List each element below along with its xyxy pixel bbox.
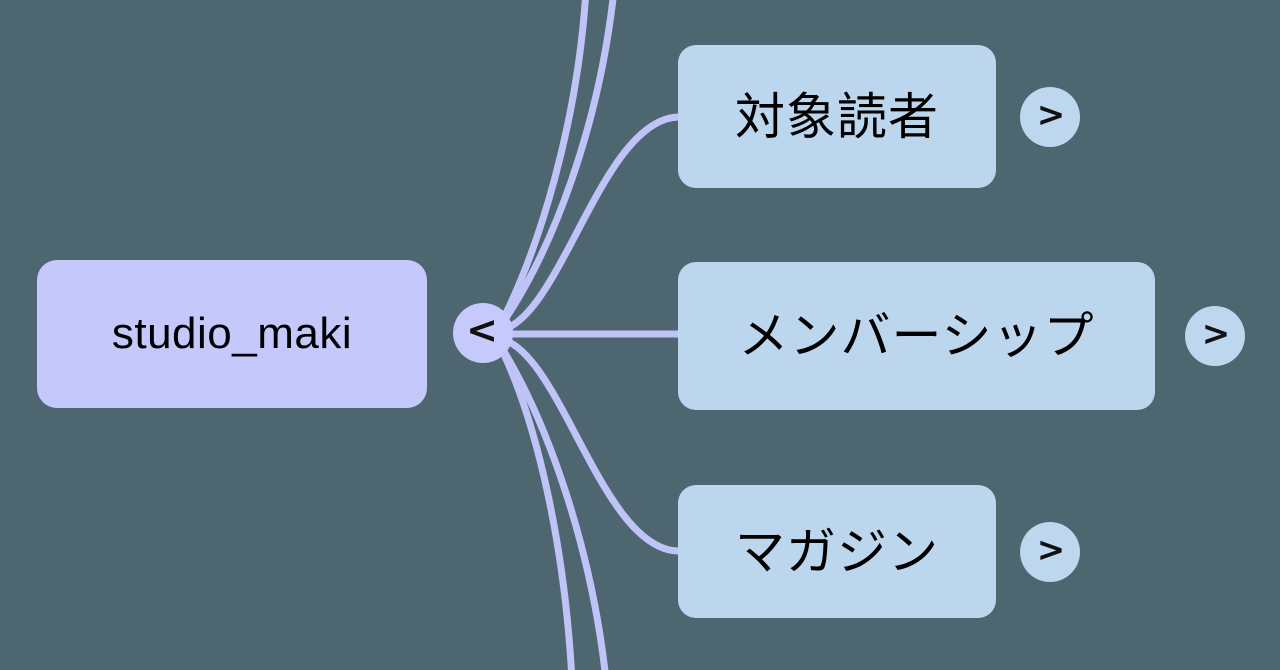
child-node-membership[interactable]: メンバーシップ (678, 262, 1155, 410)
chevron-right-icon: > (1036, 95, 1066, 135)
chevron-left-icon: < (466, 308, 498, 352)
expand-button-magazine[interactable]: > (1020, 522, 1080, 582)
root-node[interactable]: studio_maki (37, 260, 427, 408)
child-node-label: マガジン (735, 523, 939, 580)
edge-offscreen-bottom-2 (493, 336, 609, 670)
root-node-label: studio_maki (111, 309, 353, 358)
edge-offscreen-top-1 (493, 0, 589, 335)
edge-offscreen-top-2 (493, 0, 617, 335)
edge-offscreen-bottom-1 (493, 336, 575, 670)
expand-button-membership[interactable]: > (1185, 306, 1245, 366)
child-node-target-readers[interactable]: 対象読者 (678, 45, 996, 188)
edge-to-child-0 (493, 113, 682, 335)
edge-to-child-2 (493, 334, 682, 555)
chevron-right-icon: > (1036, 530, 1066, 570)
root-collapse-button[interactable]: < (453, 303, 513, 363)
expand-button-target-readers[interactable]: > (1020, 87, 1080, 147)
child-node-label: メンバーシップ (738, 308, 1095, 364)
chevron-right-icon: > (1201, 314, 1231, 354)
child-node-label: 対象読者 (735, 88, 939, 145)
child-node-magazine[interactable]: マガジン (678, 485, 996, 618)
